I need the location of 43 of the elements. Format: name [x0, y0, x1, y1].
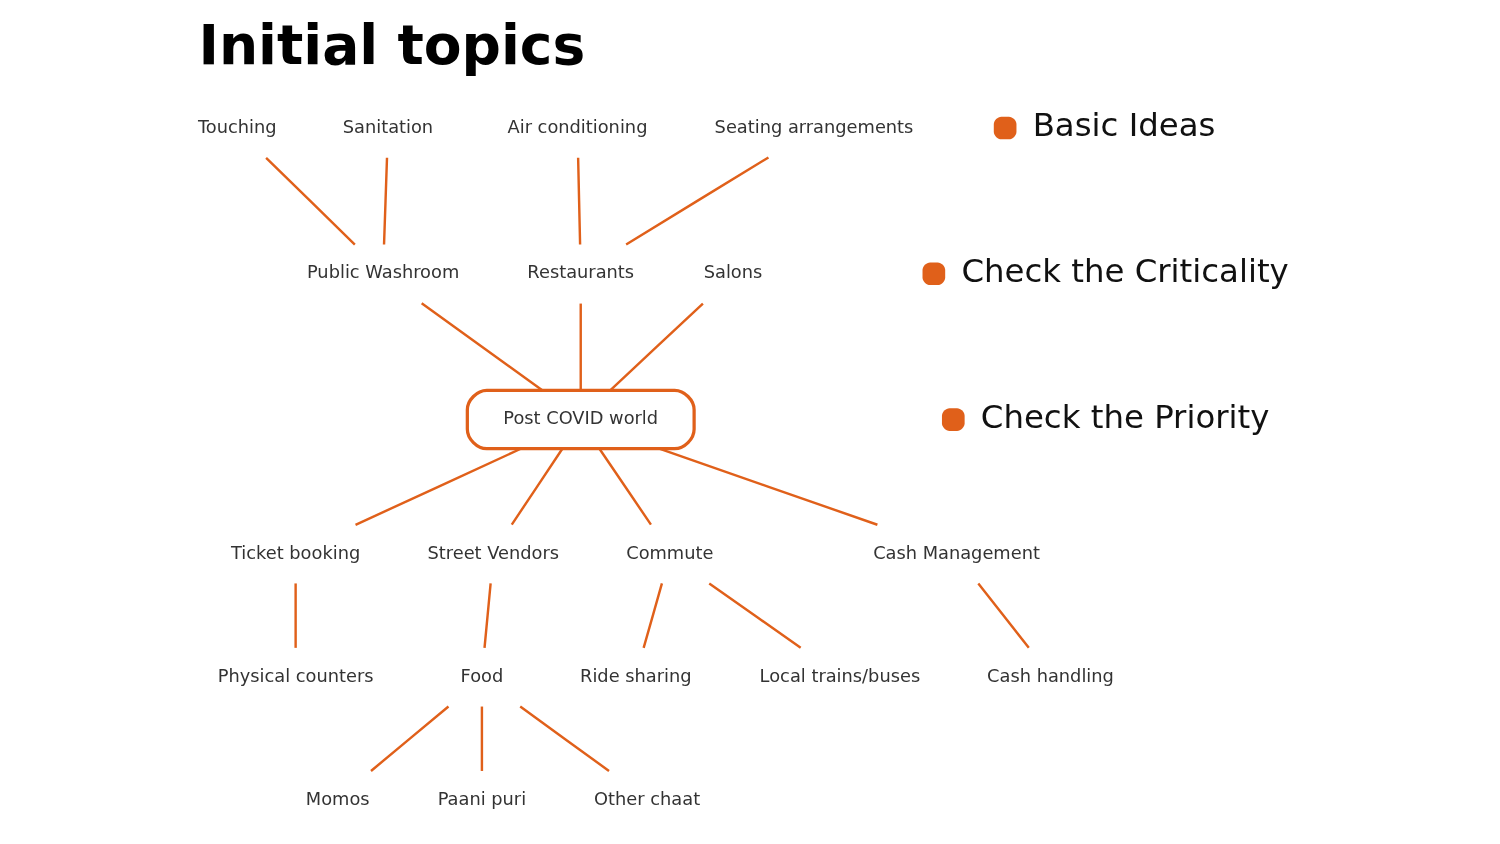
node-text: Cash handling: [987, 664, 1114, 686]
connector: [598, 448, 652, 526]
connector: [659, 447, 878, 526]
label: Check the Priority: [980, 397, 1270, 436]
connector: [483, 583, 492, 648]
node-text: Paani puri: [437, 787, 527, 809]
label: Check the Criticality: [961, 251, 1289, 290]
node-text: Cash Management: [873, 541, 1040, 563]
connector: [510, 448, 564, 526]
node-text: Touching: [198, 115, 277, 137]
diagram-title: Initial topics: [198, 12, 586, 77]
node-text: Local trains/buses: [759, 664, 921, 686]
node-text: Seating arrangements: [714, 115, 914, 137]
label: Basic Ideas: [1032, 106, 1216, 145]
node-text: Public Washroom: [306, 261, 460, 283]
connector: [708, 582, 802, 649]
node-text: Sanitation: [342, 115, 434, 137]
node-text: Street Vendors: [427, 541, 560, 563]
node-text: Ride sharing: [580, 664, 692, 686]
connector: [519, 705, 610, 772]
connector: [480, 706, 484, 771]
node-text: Physical counters: [217, 664, 374, 686]
connector: [294, 583, 297, 648]
connector: [355, 447, 521, 526]
connector: [382, 157, 389, 245]
node-text: Food: [460, 664, 504, 686]
connector: [625, 156, 770, 246]
connector: [642, 583, 664, 649]
node-text: Air conditioning: [507, 115, 648, 137]
connector: [977, 582, 1030, 649]
node-text: Salons: [703, 261, 763, 283]
node-text: Commute: [626, 541, 714, 563]
node-box: Post COVID world: [465, 388, 696, 451]
connector: [265, 156, 356, 246]
connector: [579, 303, 582, 391]
connector: [609, 302, 704, 392]
node-text: Restaurants: [527, 261, 635, 283]
node-text: Ticket booking: [231, 541, 361, 563]
connector: [576, 157, 582, 245]
connector: [420, 302, 543, 392]
node-text: Momos: [305, 787, 370, 809]
node-text: Other chaat: [594, 787, 701, 809]
connector: [370, 705, 450, 772]
